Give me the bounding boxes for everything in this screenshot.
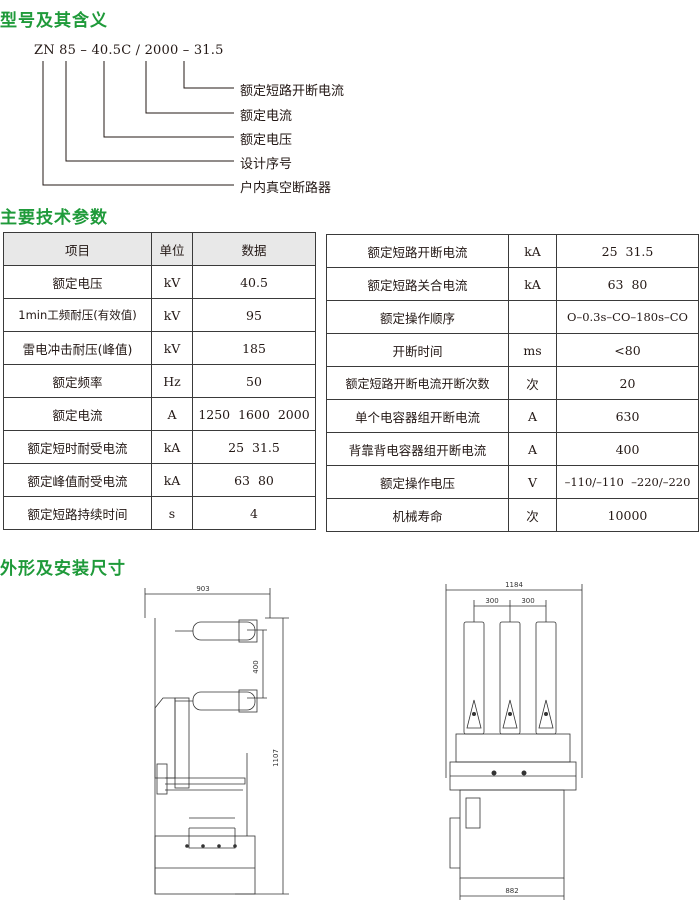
dim-pole-spacing: 400 <box>252 660 260 673</box>
table-row: 额定峰值耐受电流 kA 63 80 <box>3 463 316 497</box>
param-name: 背靠背电容器组开断电流 <box>326 432 509 466</box>
side-view-drawing: 903 400 1107 <box>144 585 289 895</box>
table-row: 额定短路持续时间 s 4 <box>3 496 316 530</box>
model-label-rated-voltage: 额定电压 <box>240 133 293 148</box>
param-unit: kV <box>151 331 193 365</box>
param-value: <80 <box>556 333 699 367</box>
param-unit: kA <box>508 234 557 268</box>
param-unit: 次 <box>508 366 557 400</box>
param-value: 4 <box>192 496 316 530</box>
table-row: 单个电容器组开断电流 A 630 <box>326 399 699 433</box>
param-name: 额定操作电压 <box>326 465 509 499</box>
section-title-dimensions: 外形及安装尺寸 <box>0 559 126 579</box>
dim-side-width: 903 <box>196 585 209 593</box>
dim-side-height: 1107 <box>272 749 280 767</box>
table-row: 额定短时耐受电流 kA 25 31.5 <box>3 430 316 464</box>
param-value: 185 <box>192 331 316 365</box>
param-unit: kA <box>151 463 193 497</box>
param-unit: Hz <box>151 364 193 398</box>
param-value: –110/–110 –220/–220 <box>556 465 699 499</box>
table-row: 机械寿命 次 10000 <box>326 498 699 532</box>
param-name: 开断时间 <box>326 333 509 367</box>
param-unit: s <box>151 496 193 530</box>
param-name: 额定短路开断电流 <box>326 234 509 268</box>
table-row: 额定短路开断电流 kA 25 31.5 <box>326 234 699 268</box>
table-row: 额定频率 Hz 50 <box>3 364 316 398</box>
param-value: 25 31.5 <box>192 430 316 464</box>
model-leader-lines <box>42 61 234 186</box>
table-header-row: 项目 单位 数据 <box>3 232 316 266</box>
model-label-design-serial: 设计序号 <box>240 157 293 172</box>
params-table-right: 额定短路开断电流 kA 25 31.5 额定短路关合电流 kA 63 80 额定… <box>326 234 699 532</box>
model-label-rated-current: 额定电流 <box>240 109 293 124</box>
param-unit: kA <box>151 430 193 464</box>
param-value: 1250 1600 2000 <box>192 397 316 431</box>
table-row: 1min工频耐压(有效值) kV 95 <box>3 298 316 332</box>
table-row: 额定电流 A 1250 1600 2000 <box>3 397 316 431</box>
param-value: 25 31.5 <box>556 234 699 268</box>
dim-phase-spacing-1: 300 <box>485 597 498 605</box>
param-value: 95 <box>192 298 316 332</box>
param-value: 63 80 <box>556 267 699 301</box>
header-unit: 单位 <box>151 232 193 266</box>
dim-phase-spacing-2: 300 <box>521 597 534 605</box>
param-value: 400 <box>556 432 699 466</box>
section-title-model: 型号及其含义 <box>0 11 108 31</box>
param-unit: kA <box>508 267 557 301</box>
param-unit: A <box>508 432 557 466</box>
header-item: 项目 <box>3 232 152 266</box>
param-name: 额定短路关合电流 <box>326 267 509 301</box>
param-name: 1min工频耐压(有效值) <box>3 298 152 332</box>
param-name: 额定短时耐受电流 <box>3 430 152 464</box>
param-unit: kV <box>151 265 193 299</box>
table-row: 额定操作顺序 O–0.3s–CO–180s–CO <box>326 300 699 334</box>
param-name: 机械寿命 <box>326 498 509 532</box>
param-value: 10000 <box>556 498 699 532</box>
param-value: 40.5 <box>192 265 316 299</box>
param-name: 额定频率 <box>3 364 152 398</box>
param-name: 额定短路开断电流开断次数 <box>326 366 509 400</box>
params-table-left: 项目 单位 数据 额定电压 kV 40.5 1min工频耐压(有效值) kV 9… <box>3 232 316 530</box>
param-unit <box>508 300 557 334</box>
param-value: O–0.3s–CO–180s–CO <box>556 300 699 334</box>
param-name: 额定短路持续时间 <box>3 496 152 530</box>
param-unit: kV <box>151 298 193 332</box>
param-value: 63 80 <box>192 463 316 497</box>
param-name: 单个电容器组开断电流 <box>326 399 509 433</box>
model-code: ZN 85 – 40.5C / 2000 – 31.5 <box>34 43 224 58</box>
table-row: 开断时间 ms <80 <box>326 333 699 367</box>
param-name: 额定峰值耐受电流 <box>3 463 152 497</box>
param-unit: A <box>151 397 193 431</box>
param-unit: 次 <box>508 498 557 532</box>
param-unit: A <box>508 399 557 433</box>
table-row: 雷电冲击耐压(峰值) kV 185 <box>3 331 316 365</box>
dim-front-width: 1184 <box>505 581 523 589</box>
param-value: 630 <box>556 399 699 433</box>
param-name: 额定操作顺序 <box>326 300 509 334</box>
table-row: 额定电压 kV 40.5 <box>3 265 316 299</box>
param-name: 额定电流 <box>3 397 152 431</box>
table-row: 额定短路开断电流开断次数 次 20 <box>326 366 699 400</box>
section-title-params: 主要技术参数 <box>0 208 108 228</box>
param-unit: V <box>508 465 557 499</box>
table-row: 背靠背电容器组开断电流 A 400 <box>326 432 699 466</box>
table-row: 额定操作电压 V –110/–110 –220/–220 <box>326 465 699 499</box>
front-view-drawing: 1184 300 300 882 <box>445 581 583 900</box>
model-label-breaker-type: 户内真空断路器 <box>240 181 332 196</box>
dim-base-width: 882 <box>505 887 518 895</box>
param-value: 20 <box>556 366 699 400</box>
header-data: 数据 <box>192 232 316 266</box>
table-row: 额定短路关合电流 kA 63 80 <box>326 267 699 301</box>
param-unit: ms <box>508 333 557 367</box>
param-value: 50 <box>192 364 316 398</box>
model-label-breaking-current: 额定短路开断电流 <box>240 84 345 99</box>
param-name: 额定电压 <box>3 265 152 299</box>
param-name: 雷电冲击耐压(峰值) <box>3 331 152 365</box>
